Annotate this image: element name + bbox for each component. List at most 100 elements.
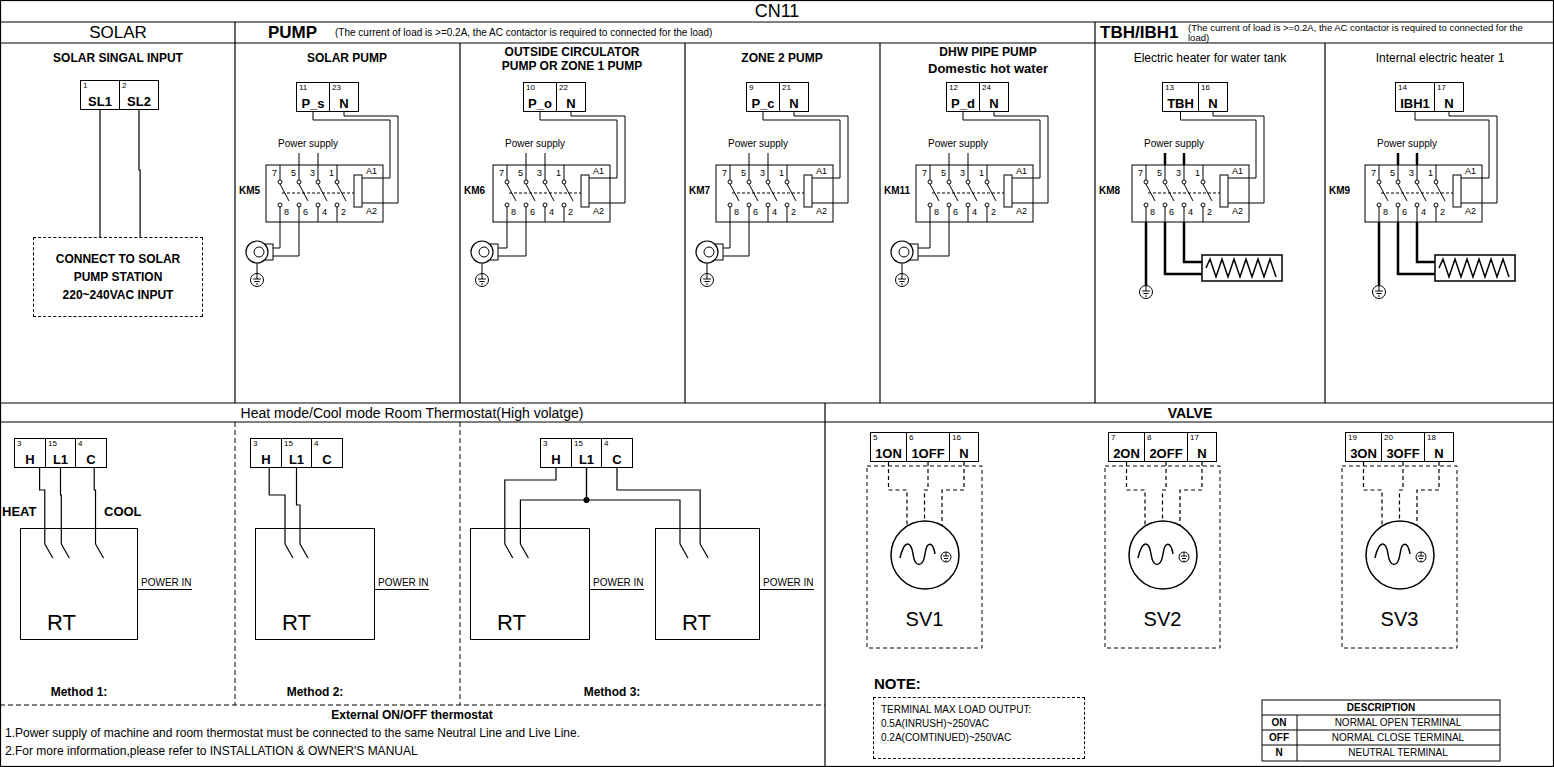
ground-bar: [253, 279, 261, 280]
grid-line: [684, 43, 685, 403]
header-text: ZONE 2 PUMP: [741, 52, 822, 66]
terminal-name: 1ON: [875, 446, 902, 461]
contact-stem: [545, 207, 546, 222]
load-wire: [918, 222, 930, 248]
wire: [1180, 462, 1202, 526]
power-lead: [545, 153, 546, 165]
contact-stem: [787, 165, 788, 180]
thermostat-contact: [700, 528, 708, 558]
note-text: ON: [1272, 717, 1287, 729]
header-text: DHW PIPE PUMP: [939, 46, 1036, 60]
contactor-label: Power supply: [278, 138, 338, 150]
contact-point: [747, 203, 751, 207]
terminal-name: L1: [53, 452, 68, 467]
wire: [520, 468, 586, 528]
ground-ring: [941, 552, 951, 562]
contact-point: [766, 180, 770, 184]
terminal-name: C: [86, 452, 95, 467]
terminal-name: SL1: [88, 94, 112, 109]
contact-stem: [749, 165, 750, 180]
contact-point: [1144, 203, 1148, 207]
contactor-label: 6: [1402, 207, 1407, 217]
ground-bar: [944, 558, 948, 559]
heater-element: [1206, 259, 1276, 277]
contactor-label: 7: [1371, 168, 1376, 178]
contactor-label: 1: [1195, 168, 1200, 178]
terminal-cell: 1SL1: [80, 80, 120, 110]
note-text: 2.For more information,please refer to I…: [5, 745, 418, 759]
earth-wire: [707, 263, 708, 274]
contactor-label: Power supply: [728, 138, 788, 150]
terminal-cell: 14IBH1: [1395, 82, 1435, 112]
section-divider: [235, 422, 236, 705]
contact-point: [1396, 203, 1400, 207]
ground-ring: [476, 274, 489, 287]
coil-lead: [1228, 203, 1249, 204]
contactor-label: Power supply: [505, 138, 565, 150]
earth-wire: [257, 263, 258, 274]
contact-blade: [285, 544, 293, 558]
contactor-label: 2: [991, 207, 996, 217]
contactor-label: Power supply: [1377, 138, 1437, 150]
ground-ring: [251, 274, 264, 287]
note-text: OFF: [1269, 732, 1289, 744]
pump-symbol: [891, 241, 913, 263]
contactor-label: 8: [1150, 207, 1155, 217]
pin-number: 7: [1111, 433, 1115, 443]
ground-bar: [1378, 296, 1380, 297]
ground-bar: [1143, 293, 1148, 294]
contactor-label: 6: [530, 207, 535, 217]
pin-number: 18: [1427, 433, 1436, 443]
header-text: TBH/IBH1: [1100, 23, 1178, 43]
ground-ring: [896, 274, 909, 287]
contact-point: [985, 203, 989, 207]
valve-name: SV3: [1381, 608, 1419, 630]
room-thermostat: RTPOWER IN: [470, 528, 590, 640]
heater-body: [1202, 255, 1282, 281]
contactor-label: 4: [972, 207, 977, 217]
wire: [99, 110, 100, 237]
motor-symbol: [1138, 544, 1173, 565]
contactor-label: KM8: [1099, 185, 1120, 197]
valve-name: SV1: [906, 608, 944, 630]
contact-point: [1377, 203, 1381, 207]
wire: [925, 462, 929, 521]
power-lead: [299, 153, 300, 165]
contact-stem: [44, 528, 45, 544]
contact-stem: [930, 207, 931, 222]
pump-symbol: [471, 241, 493, 263]
ground-bar: [254, 281, 259, 282]
ground-ring: [1373, 286, 1386, 299]
contact-stem: [1165, 207, 1166, 222]
grid-line: [1324, 43, 1325, 403]
ground-bar: [706, 284, 708, 285]
contactor-label: 3: [537, 168, 542, 178]
ground-bar: [1183, 561, 1185, 562]
wire: [94, 468, 95, 528]
contact-point: [1144, 180, 1148, 184]
contactor-label: 7: [922, 168, 927, 178]
table-line: [1262, 730, 1500, 731]
contactor-label: 2: [1207, 207, 1212, 217]
contact-blade: [680, 544, 688, 558]
contact-stem: [1379, 165, 1380, 180]
pin-number: 12: [949, 83, 958, 93]
contactor-label: A2: [366, 206, 377, 216]
ground-symbol: [251, 274, 264, 287]
heater-wire: [1417, 222, 1435, 262]
power-lead: [1416, 153, 1419, 165]
contact-point: [1182, 180, 1186, 184]
pin-number: 21: [782, 83, 791, 93]
note-heading: NOTE:: [874, 675, 921, 692]
contactor-label: KM9: [1329, 185, 1350, 197]
pin-number: 3: [253, 439, 257, 449]
contact-stem: [564, 165, 565, 180]
contact-point: [278, 203, 282, 207]
contact-point: [947, 180, 951, 184]
pump-rotor: [479, 247, 489, 257]
terminal-cell: 3H: [250, 438, 282, 468]
contactor-label: 5: [1390, 168, 1395, 178]
contact-stem: [730, 207, 731, 222]
note-text: Method 1:: [51, 686, 108, 700]
